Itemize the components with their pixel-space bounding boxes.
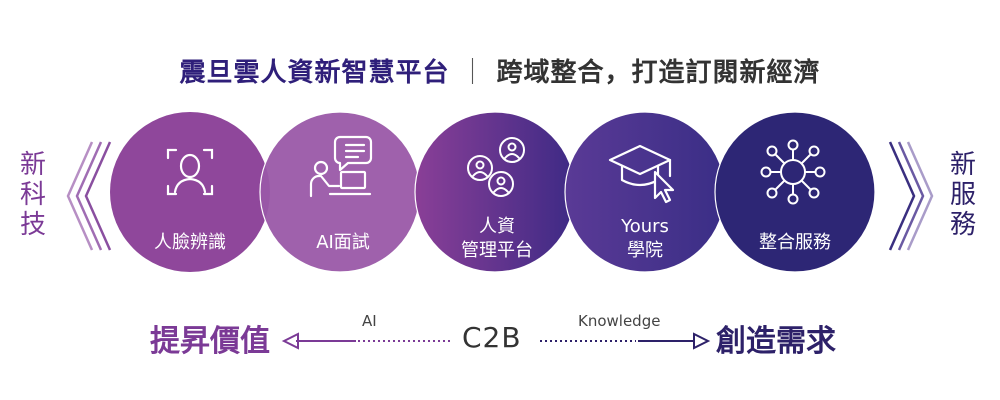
left-side-char: 科 — [19, 180, 46, 210]
create-demand-text: 創造需求 — [716, 324, 836, 359]
network-hub-icon — [760, 139, 826, 205]
circle-label-yours-academy-line2: 學院 — [627, 240, 663, 261]
circle-label-yours-academy-line1: Yours — [620, 216, 669, 237]
left-arrow — [281, 332, 452, 350]
left-chevrons — [66, 141, 112, 251]
right-side-char: 服 — [949, 180, 976, 210]
circle-label-hr-platform-line1: 人資 — [479, 216, 515, 237]
face-scan-icon — [166, 148, 214, 196]
ai-arrow-label: AI — [362, 312, 377, 330]
graduation-cap-icon — [608, 144, 675, 204]
title-main: 震旦雲人資新智慧平台 — [179, 58, 450, 88]
circle-label-face-recognition: 人臉辨識 — [154, 232, 226, 253]
title-separator: ｜ — [459, 58, 487, 88]
page-title: 震旦雲人資新智慧平台 ｜ 跨域整合，打造訂閱新經濟 — [0, 52, 1000, 89]
people-management-icon — [467, 137, 525, 197]
left-side-label: 新 科 技 — [18, 150, 48, 240]
circle-integrated-services — [714, 111, 876, 273]
knowledge-arrow-label: Knowledge — [578, 312, 661, 330]
c2b-label: C2B — [462, 321, 522, 354]
circle-label-integrated-services: 整合服務 — [759, 232, 831, 253]
left-side-char: 新 — [19, 150, 46, 180]
left-side-char: 技 — [19, 210, 46, 240]
circle-label-ai-interview: AI面試 — [316, 232, 370, 253]
right-side-label: 新 服 務 — [948, 150, 978, 240]
right-side-char: 新 — [949, 150, 976, 180]
right-chevrons — [888, 141, 934, 251]
right-arrow — [540, 332, 711, 350]
title-sub: 跨域整合，打造訂閱新經濟 — [496, 58, 821, 88]
interview-icon — [309, 135, 373, 198]
circle-label-hr-platform-line2: 管理平台 — [461, 240, 533, 261]
right-side-char: 務 — [949, 210, 976, 240]
circle-face-recognition — [110, 112, 270, 272]
enhance-value-text: 提昇價值 — [150, 324, 270, 359]
